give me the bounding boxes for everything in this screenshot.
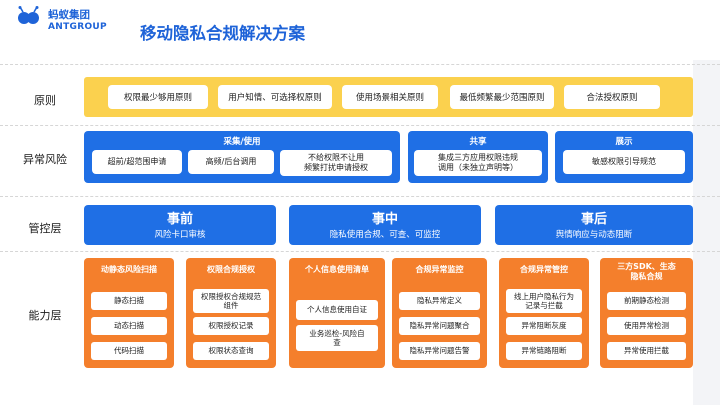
- capability-header: 动静态风险扫描: [101, 265, 157, 274]
- control-title: 事中: [371, 212, 398, 227]
- capability-header: 合规异常管控: [520, 265, 568, 274]
- capability-card: 静态扫描: [91, 292, 167, 310]
- capability-card: 业务巡检-风险自 查: [296, 325, 378, 351]
- capability-card: 隐私异常定义: [399, 292, 480, 310]
- page-title: 移动隐私合规解决方案: [140, 24, 305, 43]
- control-subtitle: 隐私使用合规、可查、可监控: [329, 230, 441, 240]
- capability-card: 动态扫描: [91, 317, 167, 335]
- risk-card: 敏感权限引导规范: [563, 150, 685, 174]
- principle-item: 用户知情、可选择权原则: [218, 85, 332, 109]
- capability-card: 线上用户隐私行为 记录与拦截: [506, 289, 582, 313]
- capability-card: 个人信息使用自证: [296, 300, 378, 320]
- principle-item: 最低频繁最少范围原则: [450, 85, 554, 109]
- row-divider: [0, 125, 720, 126]
- risk-card: 不给权限不让用 频繁打扰申请授权: [280, 150, 392, 176]
- capability-card: 前期静态检测: [607, 292, 686, 310]
- control-subtitle: 舆情响应与动态阻断: [555, 230, 633, 240]
- risk-collect-header: 采集/使用: [223, 137, 261, 147]
- control-title: 事后: [580, 212, 607, 227]
- capability-header: 三方SDK、生态 隐私合规: [617, 262, 676, 281]
- row-divider: [0, 64, 720, 65]
- control-box-before: [84, 205, 276, 245]
- capability-card: 权限状态查询: [193, 342, 269, 360]
- capability-card: 权限授权合规规范 组件: [193, 289, 269, 313]
- capability-card: 异常链路阻断: [506, 342, 582, 360]
- capability-card: 权限授权记录: [193, 317, 269, 335]
- risk-card: 超前/超范围申请: [92, 150, 182, 174]
- control-box-after: [495, 205, 693, 245]
- capability-card: 使用异常检测: [607, 317, 686, 335]
- principle-item: 使用场景相关原则: [342, 85, 438, 109]
- capability-card: 隐私异常问题聚合: [399, 317, 480, 335]
- capability-header: 个人信息使用清单: [305, 265, 369, 274]
- risk-card: 高频/后台调用: [188, 150, 274, 174]
- row-label-capability: 能力层: [28, 309, 62, 322]
- capability-card: 异常阻断灰度: [506, 317, 582, 335]
- row-label-principles: 原则: [34, 94, 56, 107]
- capability-header: 合规异常监控: [415, 265, 464, 274]
- row-label-risks: 异常风险: [23, 153, 67, 166]
- row-divider: [0, 196, 720, 197]
- capability-header: 权限合规授权: [207, 265, 255, 274]
- control-subtitle: 风险卡口审核: [154, 230, 206, 240]
- logo-text-cn: 蚂蚁集团: [48, 9, 90, 21]
- control-box-during: [289, 205, 481, 245]
- row-divider: [0, 251, 720, 252]
- row-label-control: 管控层: [28, 222, 62, 235]
- logo-text-en: ANTGROUP: [48, 22, 107, 32]
- page-edge-shade: [693, 60, 720, 405]
- risk-card: 集成三方应用权限违规 调用（未独立声明等）: [414, 150, 542, 176]
- risk-share-header: 共享: [469, 137, 487, 147]
- principle-item: 合法授权原则: [564, 85, 660, 109]
- capability-card: 代码扫描: [91, 342, 167, 360]
- capability-card: 异常使用拦截: [607, 342, 686, 360]
- capability-card: 隐私异常问题告警: [399, 342, 480, 360]
- risk-display-header: 展示: [615, 137, 633, 147]
- principle-item: 权限最少够用原则: [108, 85, 208, 109]
- ant-logo-icon: [18, 6, 39, 24]
- control-title: 事前: [166, 212, 193, 227]
